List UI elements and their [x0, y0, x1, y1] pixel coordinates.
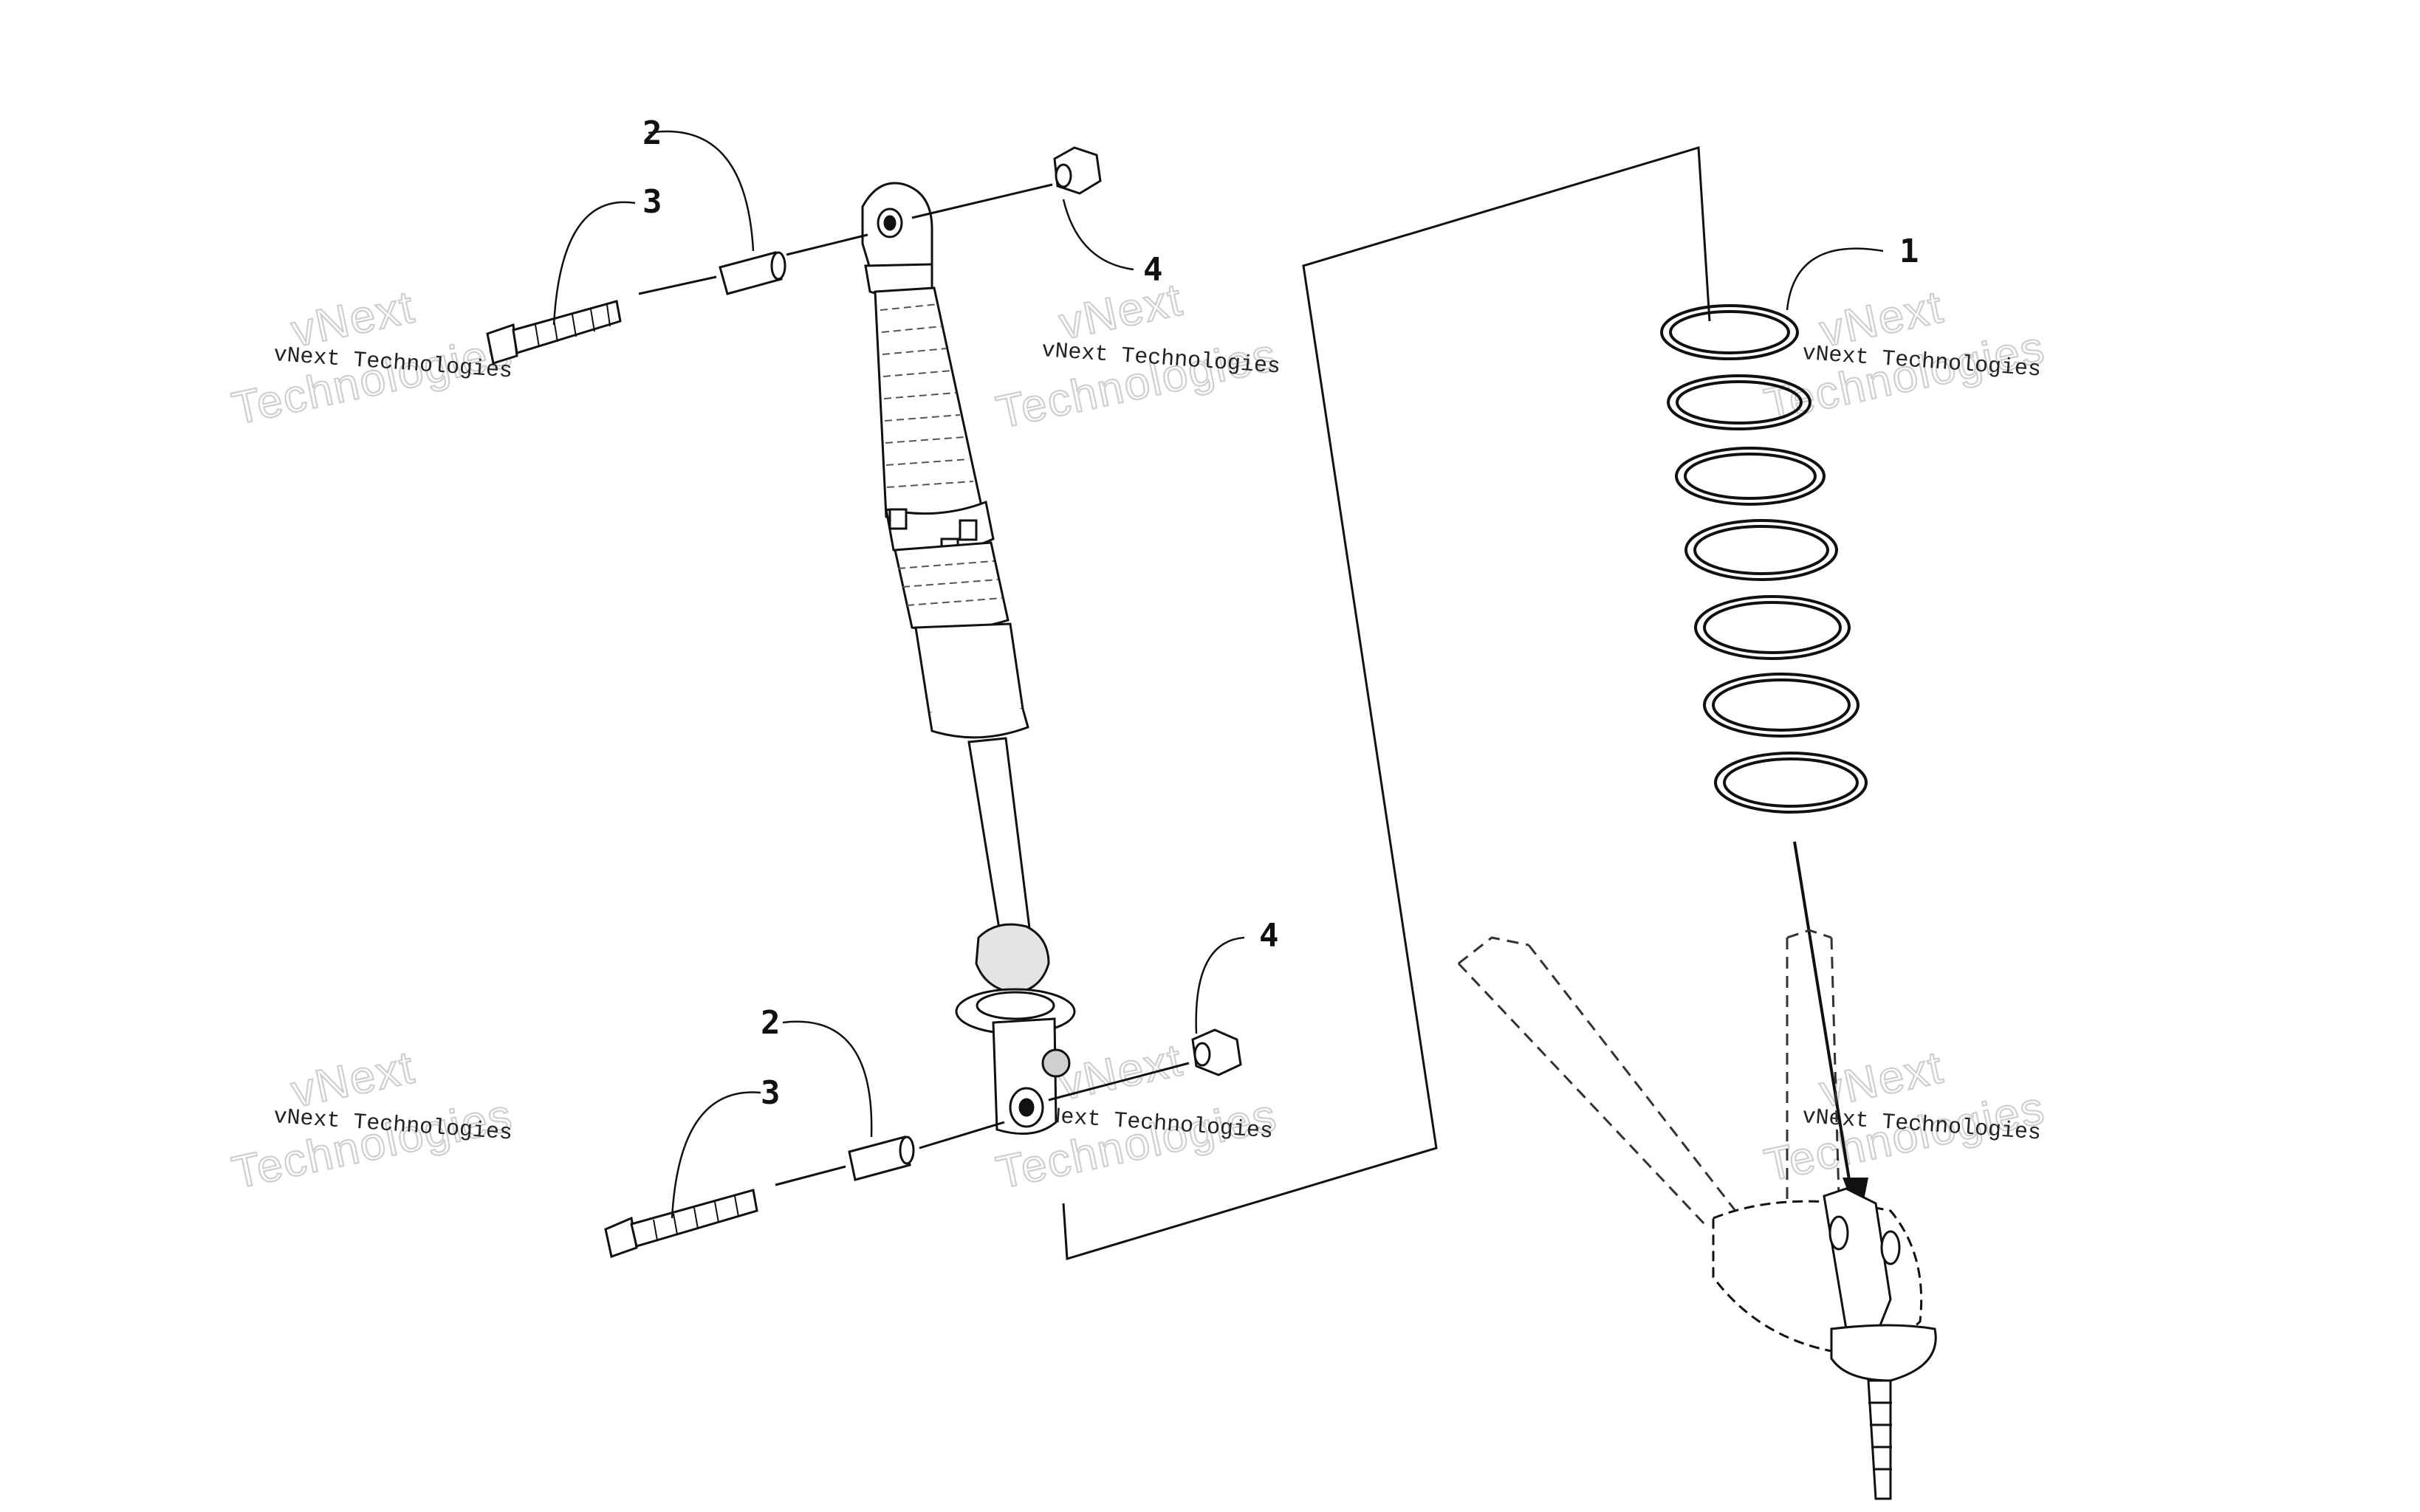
- watermark-top-right: vNext Technologies vNext Technologies: [1759, 281, 2050, 432]
- shock-bump-stop: [975, 923, 1050, 994]
- callout-2-bottom: 2: [761, 1004, 781, 1042]
- upper-axis-lines: [638, 183, 1053, 295]
- watermark-outline-bottom: Technologies: [228, 1090, 518, 1199]
- lower-axis-lines: [775, 1062, 1190, 1186]
- bolt-shank: [512, 300, 622, 354]
- shock-collar: [914, 622, 1024, 721]
- ring-notch: [888, 508, 908, 530]
- upper-bolt: [486, 300, 622, 365]
- upper-nut: [1053, 146, 1102, 195]
- callout-3-bottom: 3: [761, 1074, 781, 1112]
- shock-lower-body: [894, 541, 1010, 631]
- a-arm-mount: [1712, 1187, 1937, 1500]
- bolt-shank: [630, 1189, 758, 1248]
- callouts: 1 2 3 4 4 2 3: [642, 114, 1919, 1112]
- callout-1: 1: [1899, 233, 1919, 270]
- callout-4-top: 4: [1143, 251, 1163, 289]
- ring-notch: [959, 519, 978, 541]
- shock-piston-rod: [967, 737, 1032, 939]
- watermark-bottom-left: vNext Technologies vNext Technologies: [227, 1041, 518, 1200]
- callout-4-bottom: 4: [1259, 917, 1279, 955]
- shock-thread-lines: [880, 303, 1004, 606]
- callout-2-top: 2: [642, 114, 662, 152]
- lower-nut: [1191, 1028, 1242, 1076]
- callout-leaders: [552, 130, 1884, 1219]
- watermark-outline-top: vNext: [1055, 1034, 1187, 1110]
- bolt-head: [604, 1216, 638, 1258]
- watermark-bottom-right: vNext Technologies vNext Technologies: [1759, 1041, 2050, 1192]
- callout-3-top: 3: [642, 183, 662, 221]
- upper-bushing: [719, 251, 786, 295]
- watermark-top-left: vNext Technologies vNext Technologies: [227, 281, 518, 436]
- shock-valve: [1041, 1048, 1071, 1078]
- lower-bolt: [604, 1189, 758, 1258]
- watermark-top-center: vNext Technologies vNext Technologies: [991, 273, 1282, 439]
- bolt-head: [486, 323, 518, 365]
- shock-upper-body: [874, 286, 984, 523]
- shock-collar-bottom: [928, 708, 1029, 739]
- coil-spring: [1660, 304, 1868, 814]
- a-arm-phantom: [1457, 929, 1840, 1227]
- assembly-bracket-line: [1062, 146, 1711, 1260]
- shock-absorber: [861, 182, 1076, 1135]
- lower-bushing: [848, 1135, 915, 1181]
- watermark-outline-top: vNext: [1055, 274, 1187, 350]
